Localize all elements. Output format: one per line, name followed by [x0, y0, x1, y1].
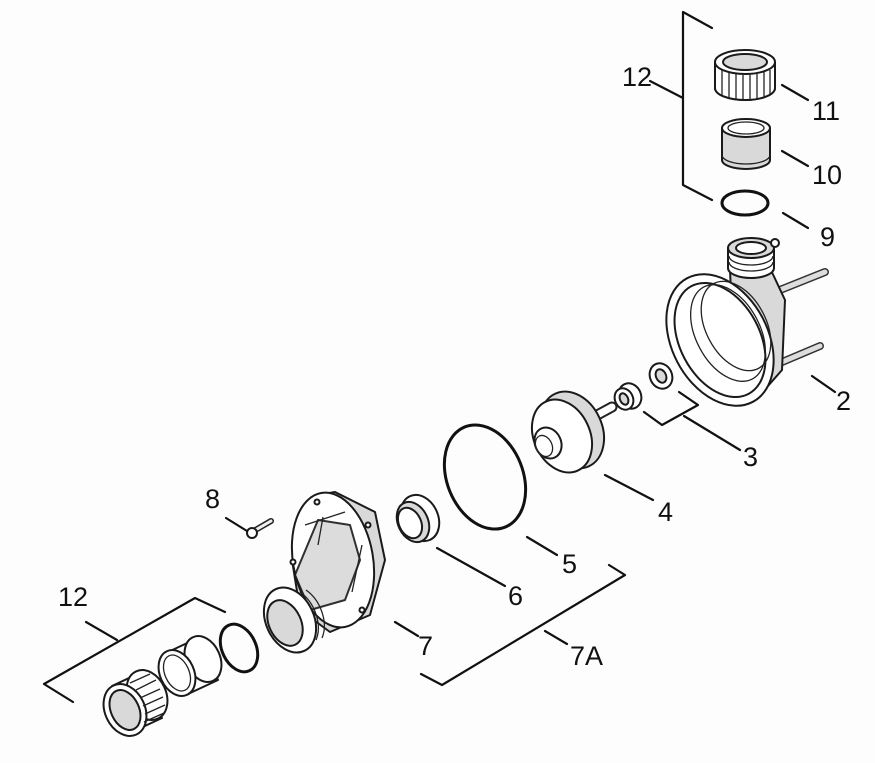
callout-2: 2 — [836, 386, 851, 416]
callout-12-top: 12 — [622, 62, 652, 92]
part-11-union-nut — [714, 49, 776, 101]
part-9-o-ring — [720, 189, 770, 217]
leader-11 — [780, 83, 810, 102]
part-4-impeller — [530, 390, 618, 474]
part-11-union-nut-bottom — [102, 669, 169, 737]
leader-8 — [224, 516, 249, 533]
leader-5 — [525, 535, 559, 557]
bracket-12-top — [648, 10, 714, 202]
part-5-o-ring — [442, 423, 528, 531]
part-10-tailpiece — [721, 118, 771, 170]
part-6-bushing — [395, 493, 441, 544]
callout-7: 7 — [418, 631, 433, 661]
part-2-housing — [665, 237, 829, 407]
leader-4 — [603, 473, 655, 502]
part-9-o-ring-bottom — [218, 622, 260, 674]
part-10-tailpiece-bottom — [157, 635, 223, 697]
leader-6 — [435, 546, 507, 588]
part-3-seal-assembly — [613, 362, 742, 452]
leader-9 — [781, 211, 810, 230]
callout-10: 10 — [812, 160, 842, 190]
callout-12-bottom: 12 — [58, 582, 88, 612]
callout-4: 4 — [658, 497, 673, 527]
callout-11: 11 — [812, 96, 840, 126]
leader-2 — [810, 374, 837, 394]
leader-7 — [393, 620, 420, 638]
part-8-screw — [246, 518, 274, 539]
leader-10 — [780, 149, 810, 168]
callout-9: 9 — [820, 222, 835, 252]
bracket-12-bottom — [42, 596, 227, 704]
callout-7a: 7A — [570, 641, 603, 671]
callout-5: 5 — [562, 549, 577, 579]
callout-8: 8 — [205, 484, 220, 514]
part-7-faceplate — [262, 491, 386, 654]
callout-3: 3 — [743, 442, 758, 472]
callout-6: 6 — [508, 581, 523, 611]
bracket-7a — [419, 563, 627, 687]
